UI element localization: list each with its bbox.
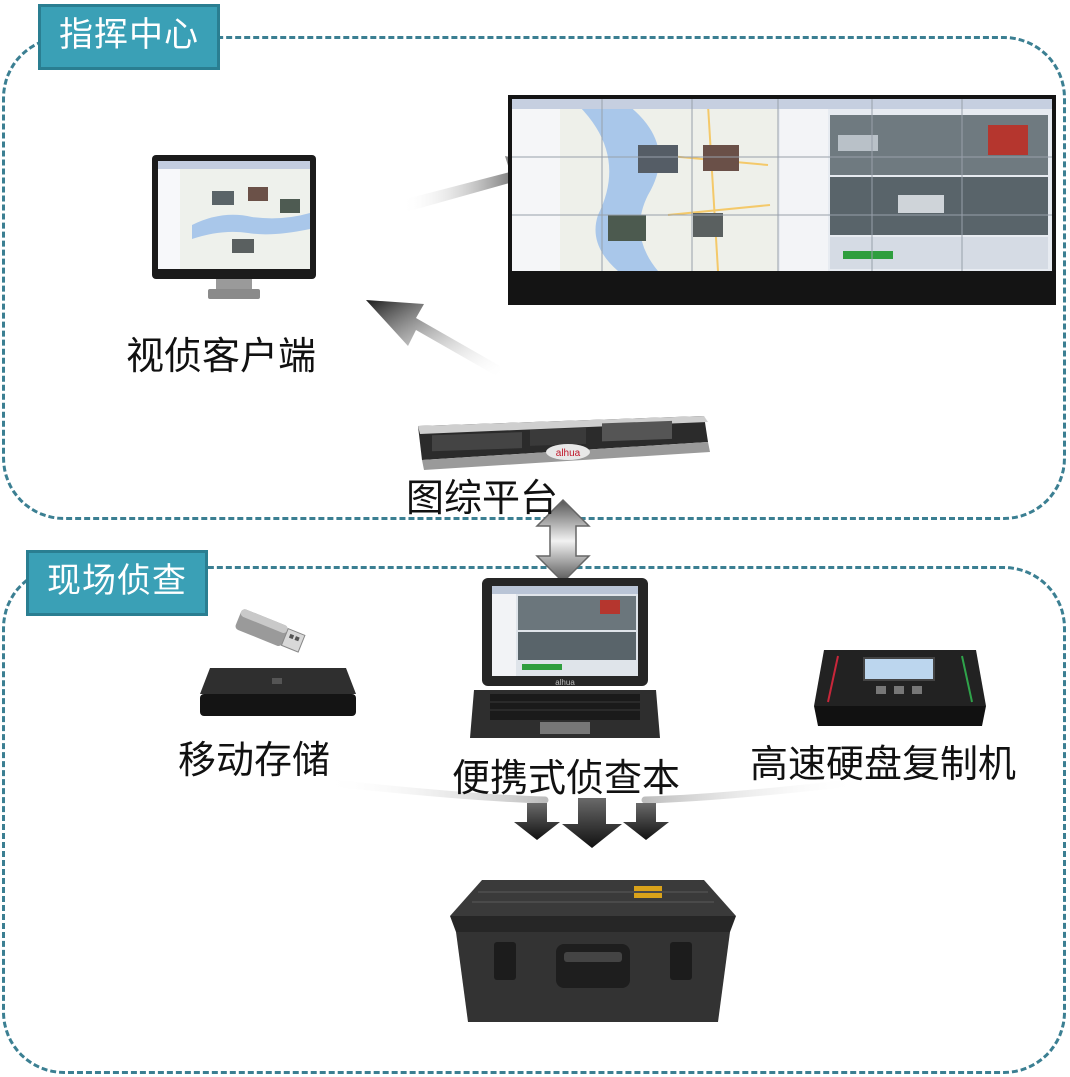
rack-server-icon: alhua <box>418 416 710 470</box>
connector-duplicator-to-case <box>641 778 864 804</box>
video-client-label: 视侦客户端 <box>126 334 317 378</box>
storage-box-icon <box>200 668 356 716</box>
disk-duplicator-icon <box>814 650 986 726</box>
arrow-down-laptop <box>562 798 622 848</box>
rugged-laptop-icon: alhua <box>470 578 660 738</box>
carrying-case-icon <box>450 880 736 1022</box>
arrow-down-storage <box>514 803 560 840</box>
command-center-title: 指挥中心 <box>38 4 220 70</box>
field-investigation-frame <box>2 566 1066 1074</box>
arrow-down-duplicator <box>623 803 669 840</box>
monitor-icon <box>152 155 316 299</box>
laptop-brand: alhua <box>555 678 575 687</box>
arrow-platform-to-client <box>366 300 500 378</box>
command-center-frame <box>2 36 1066 520</box>
laptop-label: 便携式侦查本 <box>452 756 681 800</box>
platform-brand: alhua <box>556 448 581 459</box>
duplicator-label: 高速硬盘复制机 <box>750 742 1017 786</box>
platform-label: 图综平台 <box>406 476 559 520</box>
field-investigation-title: 现场侦查 <box>26 550 208 616</box>
connector-storage-to-case <box>318 778 549 804</box>
video-wall-icon <box>508 95 1056 305</box>
usb-drive-icon <box>235 609 306 653</box>
mobile-storage-label: 移动存储 <box>178 738 331 782</box>
